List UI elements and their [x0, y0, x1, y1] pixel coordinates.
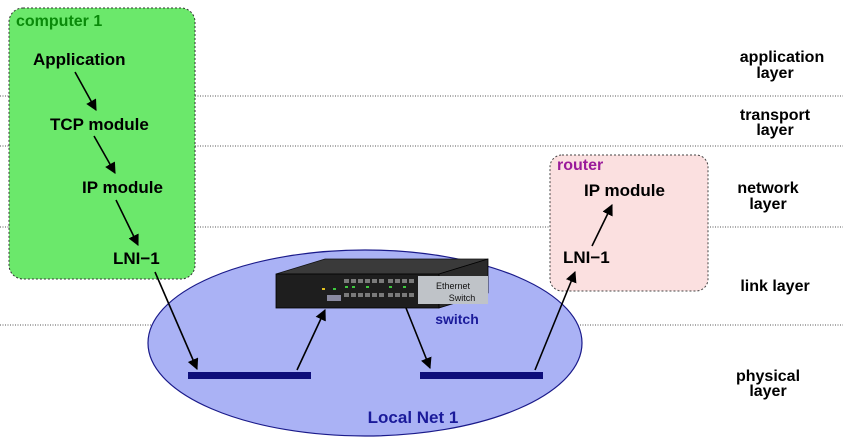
arrow-wire-to-switch	[296, 308, 326, 371]
switch-ports	[344, 279, 414, 297]
arrow-wire-to-router-lni	[534, 270, 577, 371]
switch-front-face	[275, 273, 440, 309]
layer-labels: application layer transport layer networ…	[736, 49, 824, 400]
switch-label-panel	[418, 276, 488, 304]
switch-device-line1: Ethernet	[436, 281, 471, 291]
layer-transport-line2: layer	[756, 122, 793, 139]
computer-ip-label: IP module	[82, 178, 163, 197]
physical-wire-left	[188, 372, 311, 379]
switch-device-line2: Switch	[449, 293, 476, 303]
arrow-app-to-tcp	[74, 71, 97, 111]
switch-leds	[345, 286, 406, 288]
switch-label: switch	[435, 311, 479, 327]
data-flow-arrows	[74, 71, 613, 371]
layer-application-line2: layer	[756, 65, 793, 82]
router-box	[549, 154, 709, 292]
switch-console-port	[327, 295, 341, 301]
computer-box	[8, 7, 196, 280]
computer-application-label: Application	[33, 50, 126, 69]
router-title: router	[557, 157, 603, 174]
layer-physical-line1: physical	[736, 368, 800, 385]
computer-title: computer 1	[16, 13, 102, 30]
layer-physical-line2: layer	[749, 383, 786, 400]
arrow-lni-to-wire	[154, 271, 199, 371]
local-net-label: Local Net 1	[368, 408, 459, 427]
computer-tcp-label: TCP module	[50, 115, 149, 134]
router-lni-label: LNI−1	[563, 248, 610, 267]
layer-transport-line1: transport	[740, 107, 811, 124]
layer-network-line2: layer	[749, 196, 786, 213]
arrow-switch-to-wire	[405, 307, 432, 370]
layer-network-line1: network	[737, 180, 798, 197]
arrow-tcp-to-ip	[93, 135, 116, 174]
router-ip-label: IP module	[584, 181, 665, 200]
switch-device: Ethernet Switch	[275, 258, 489, 309]
layer-application-line1: application	[740, 49, 824, 66]
layer-link-line1: link layer	[740, 278, 809, 295]
arrow-router-lni-to-ip	[591, 203, 613, 247]
physical-wire-right	[420, 372, 543, 379]
computer-lni-label: LNI−1	[113, 249, 160, 268]
arrow-ip-to-lni	[115, 199, 139, 247]
